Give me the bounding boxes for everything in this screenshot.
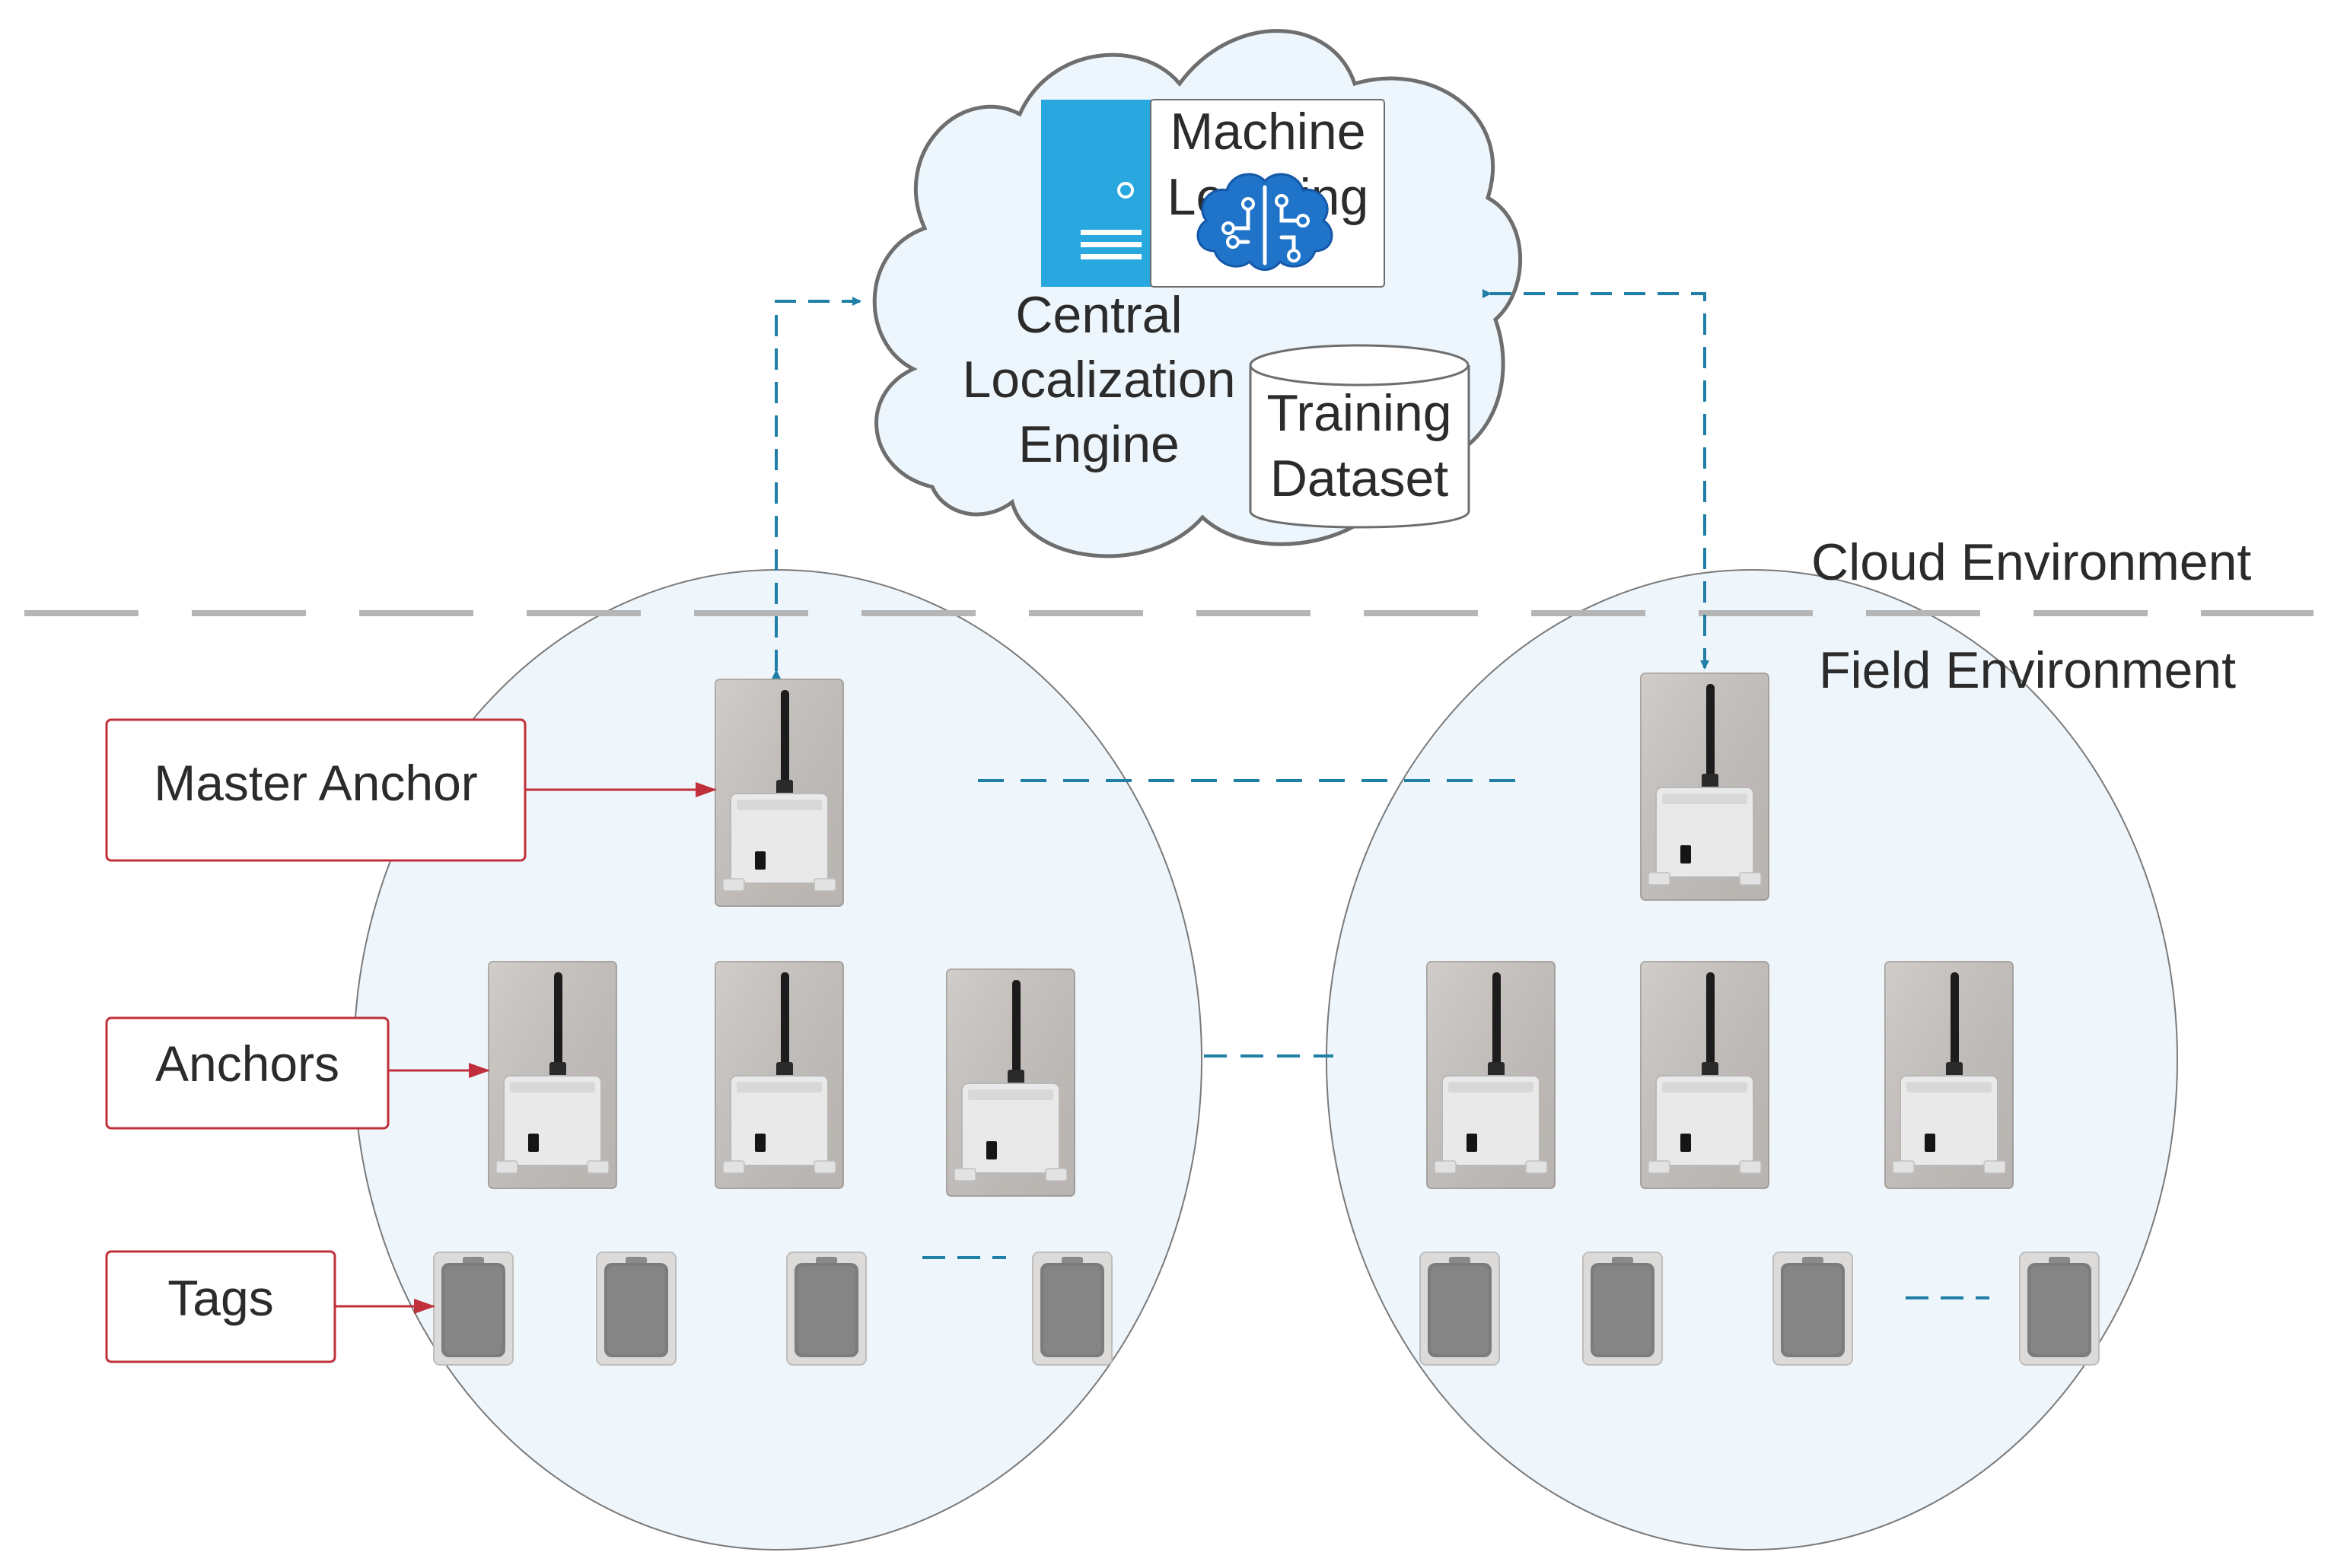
database-icon (1249, 344, 1470, 529)
anchors-callout (105, 1016, 390, 1130)
anchors-label: Anchors (155, 1035, 339, 1092)
engine-label-line1: Central (1015, 286, 1182, 344)
cloud-link-left (772, 297, 861, 679)
tag-device (1419, 1252, 1500, 1366)
tag-device (786, 1252, 867, 1366)
engine-label-line2: Localization (962, 351, 1235, 409)
anchor-device (1884, 961, 2014, 1189)
tag-device (1582, 1252, 1663, 1366)
dataset-label-line1: Training (1266, 384, 1451, 442)
tag-device (433, 1252, 514, 1366)
anchor-device (715, 961, 844, 1189)
master-anchor-label: Master Anchor (154, 755, 478, 811)
cloud-environment-label: Cloud Environment (1811, 533, 2251, 591)
tag-device (1032, 1252, 1113, 1366)
cloud-link-right (1482, 289, 1709, 670)
anchor-device (1426, 961, 1556, 1189)
field-environment-label: Field Environment (1819, 641, 2236, 699)
server-icon (1041, 100, 1152, 287)
master-anchor-device-right (1640, 673, 1769, 901)
master-anchor-device-left (715, 679, 844, 907)
machine-learning-label-line1: Machine (1170, 103, 1365, 161)
anchor-device (488, 961, 617, 1189)
anchor-device (1640, 961, 1769, 1189)
anchor-device (946, 968, 1075, 1197)
tags-label: Tags (167, 1270, 273, 1326)
tag-device (1772, 1252, 1853, 1366)
engine-label-line3: Engine (1018, 415, 1180, 473)
tag-device (596, 1252, 677, 1366)
brain-circuit-icon (1196, 173, 1333, 271)
tag-device (2019, 1252, 2100, 1366)
dataset-label-line2: Dataset (1270, 450, 1448, 507)
